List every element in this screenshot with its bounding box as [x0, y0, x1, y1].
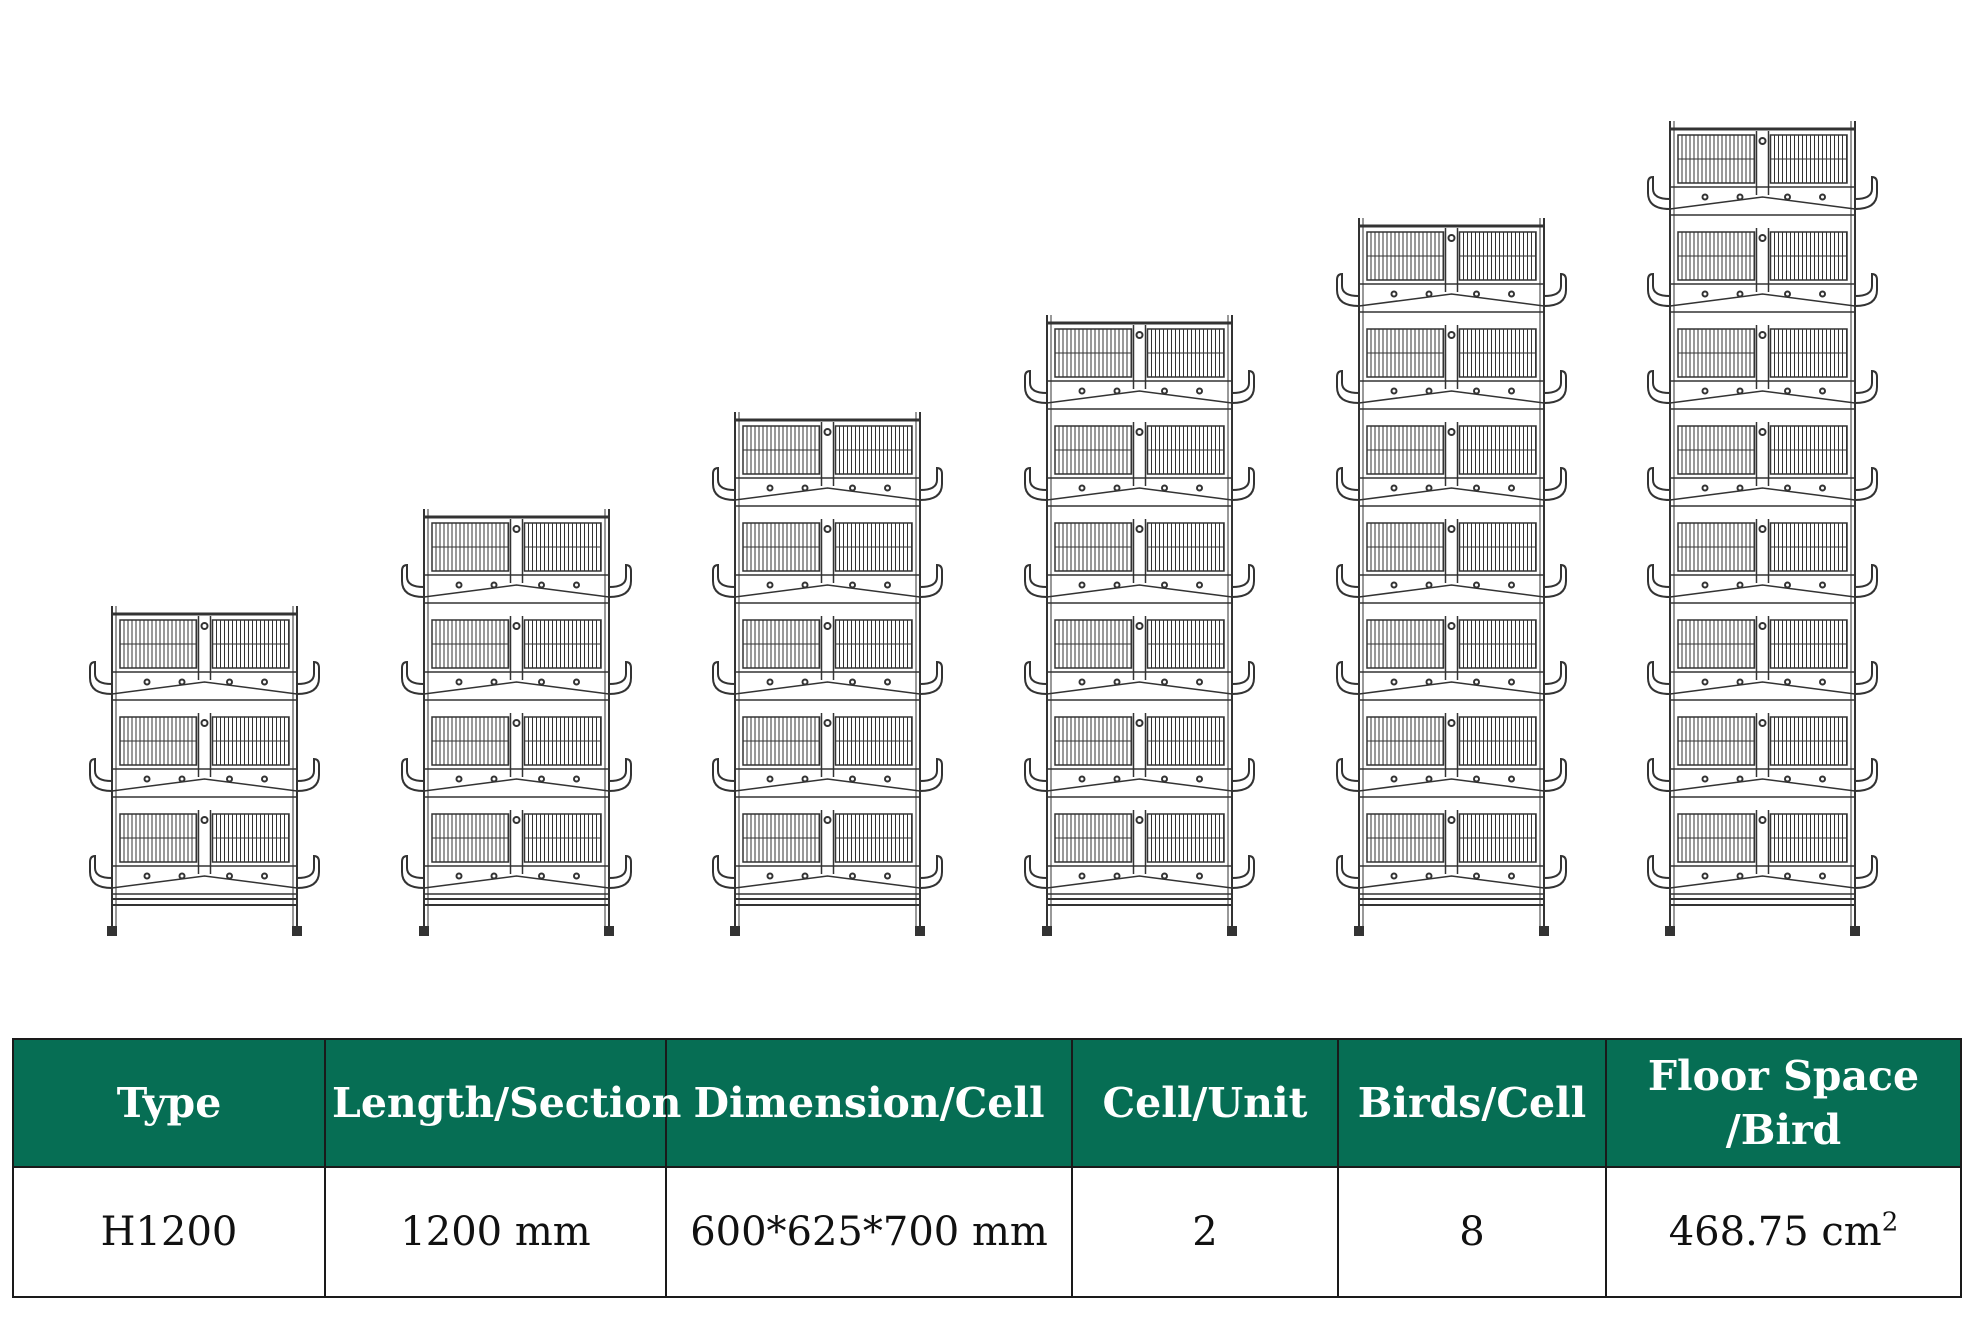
header-length-section: Length/Section: [324, 1038, 681, 1168]
header-dimension-cell: Dimension/Cell: [665, 1038, 1073, 1168]
header-floor-space-line1: Floor Space: [1647, 1052, 1920, 1100]
header-floor-space: Floor Space /Bird: [1605, 1038, 1962, 1168]
cage-rack-2: [401, 509, 632, 936]
spec-table: Type Length/Section Dimension/Cell Cell/…: [12, 1038, 1962, 1298]
cage-rack-drawing: [89, 121, 1878, 936]
header-cell-unit: Cell/Unit: [1071, 1038, 1339, 1168]
cell-dimension: 600*625*700 mm: [665, 1166, 1073, 1298]
cage-rack-6: [1647, 121, 1878, 936]
cell-length: 1200 mm: [324, 1166, 667, 1298]
cell-floor-space: 468.75 cm2: [1605, 1166, 1962, 1298]
table-row: H1200 1200 mm 600*625*700 mm 2 8 468.75 …: [12, 1166, 1962, 1298]
floor-space-superscript: 2: [1881, 1207, 1899, 1238]
header-floor-space-line2: /Bird: [1725, 1106, 1842, 1154]
cage-rack-3: [712, 412, 943, 936]
header-type: Type: [12, 1038, 326, 1168]
cage-rack-1: [89, 606, 320, 936]
table-header-row: Type Length/Section Dimension/Cell Cell/…: [12, 1038, 1962, 1168]
floor-space-value: 468.75 cm: [1668, 1209, 1882, 1255]
cell-cell-unit: 2: [1071, 1166, 1339, 1298]
cell-birds-cell: 8: [1337, 1166, 1607, 1298]
header-birds-cell: Birds/Cell: [1337, 1038, 1607, 1168]
cage-rack-4: [1024, 315, 1255, 936]
cage-rack-5: [1336, 218, 1567, 936]
cell-type: H1200: [12, 1166, 326, 1298]
